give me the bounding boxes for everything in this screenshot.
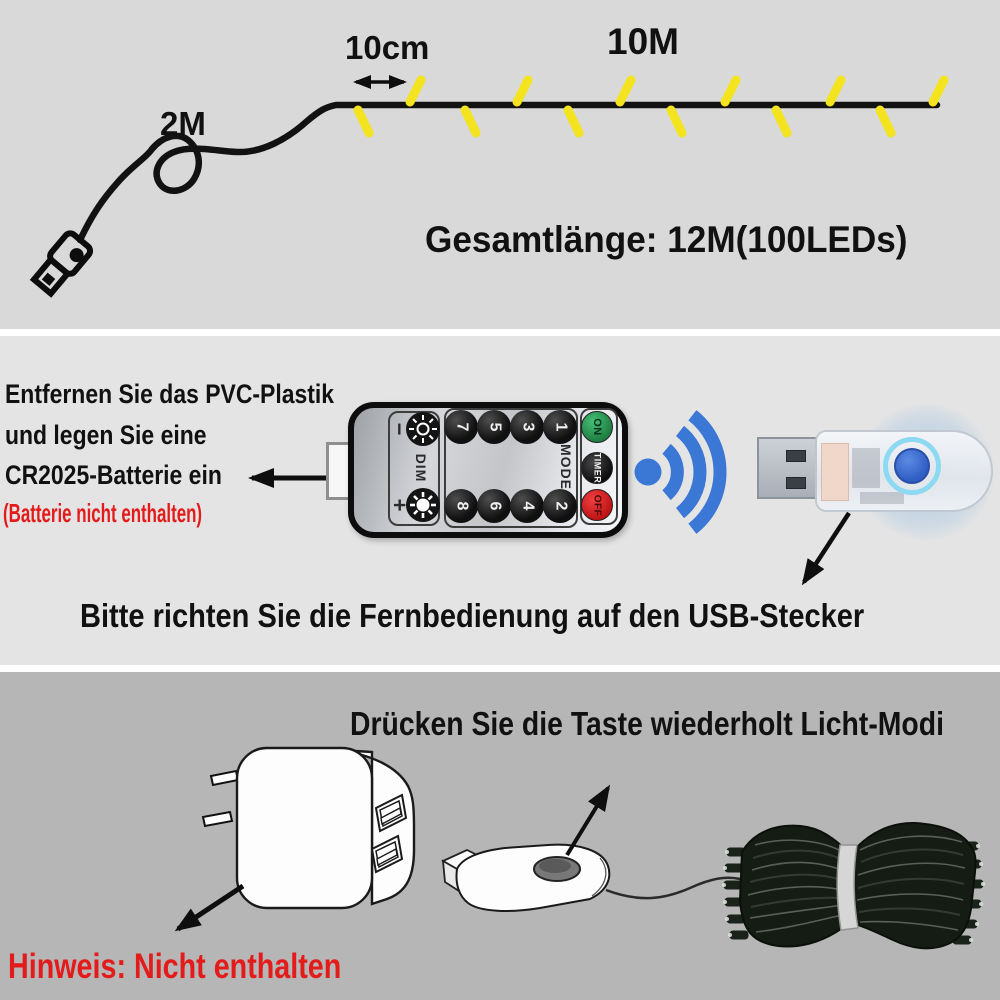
stick-blue-button [894,448,930,484]
instruction-line-3: CR2025-Batterie ein [5,460,222,490]
total-length-label: Gesamtlänge: 12M(100LEDs) [425,219,908,260]
usb-slot [786,450,806,462]
remote-button-5: 5 [477,410,511,444]
battery-note: (Batterie nicht enthalten) [3,498,203,528]
stick-battery-window [821,443,849,501]
run-length-label: 10M [607,21,679,62]
instruction-line-2: und legen Sie eine [5,420,207,450]
stick-usb-connector [757,437,817,499]
section-divider [0,665,1000,672]
stick-chip [860,492,904,504]
remote-button-7: 7 [444,410,478,444]
remote-on-button: ON [581,411,613,443]
section-string-length [0,0,1000,329]
bottom-caption: Drücken Sie die Taste wiederholt Licht-M… [350,705,944,742]
remote-button-1: 1 [543,410,577,444]
spacing-label: 10cm [345,29,430,66]
remote-timer-button: TIMER [581,452,613,484]
lead-length-label: 2M [160,105,206,142]
dim-label: DIM [413,453,429,483]
instruction-line-1: Entfernen Sie das PVC-Plastik [5,379,335,409]
usb-slot [786,477,806,489]
dim-minus-label: − [387,422,412,436]
dim-plus-label: + [387,498,412,512]
remote-button-8: 8 [444,489,478,523]
middle-caption: Bitte richten Sie die Fernbedienung auf … [80,597,865,634]
remote-button-3: 3 [510,410,544,444]
remote-button-4: 4 [510,489,544,523]
remote-off-button: OFF [581,489,613,521]
stick-button-ring [883,437,941,495]
remote-button-2: 2 [543,489,577,523]
stick-chip [852,448,880,488]
not-included-note: Hinweis: Nicht enthalten [8,947,342,986]
mode-label: MODE [558,444,574,490]
section-divider [0,329,1000,336]
remote-number-panel [444,408,578,528]
remote-button-6: 6 [477,489,511,523]
